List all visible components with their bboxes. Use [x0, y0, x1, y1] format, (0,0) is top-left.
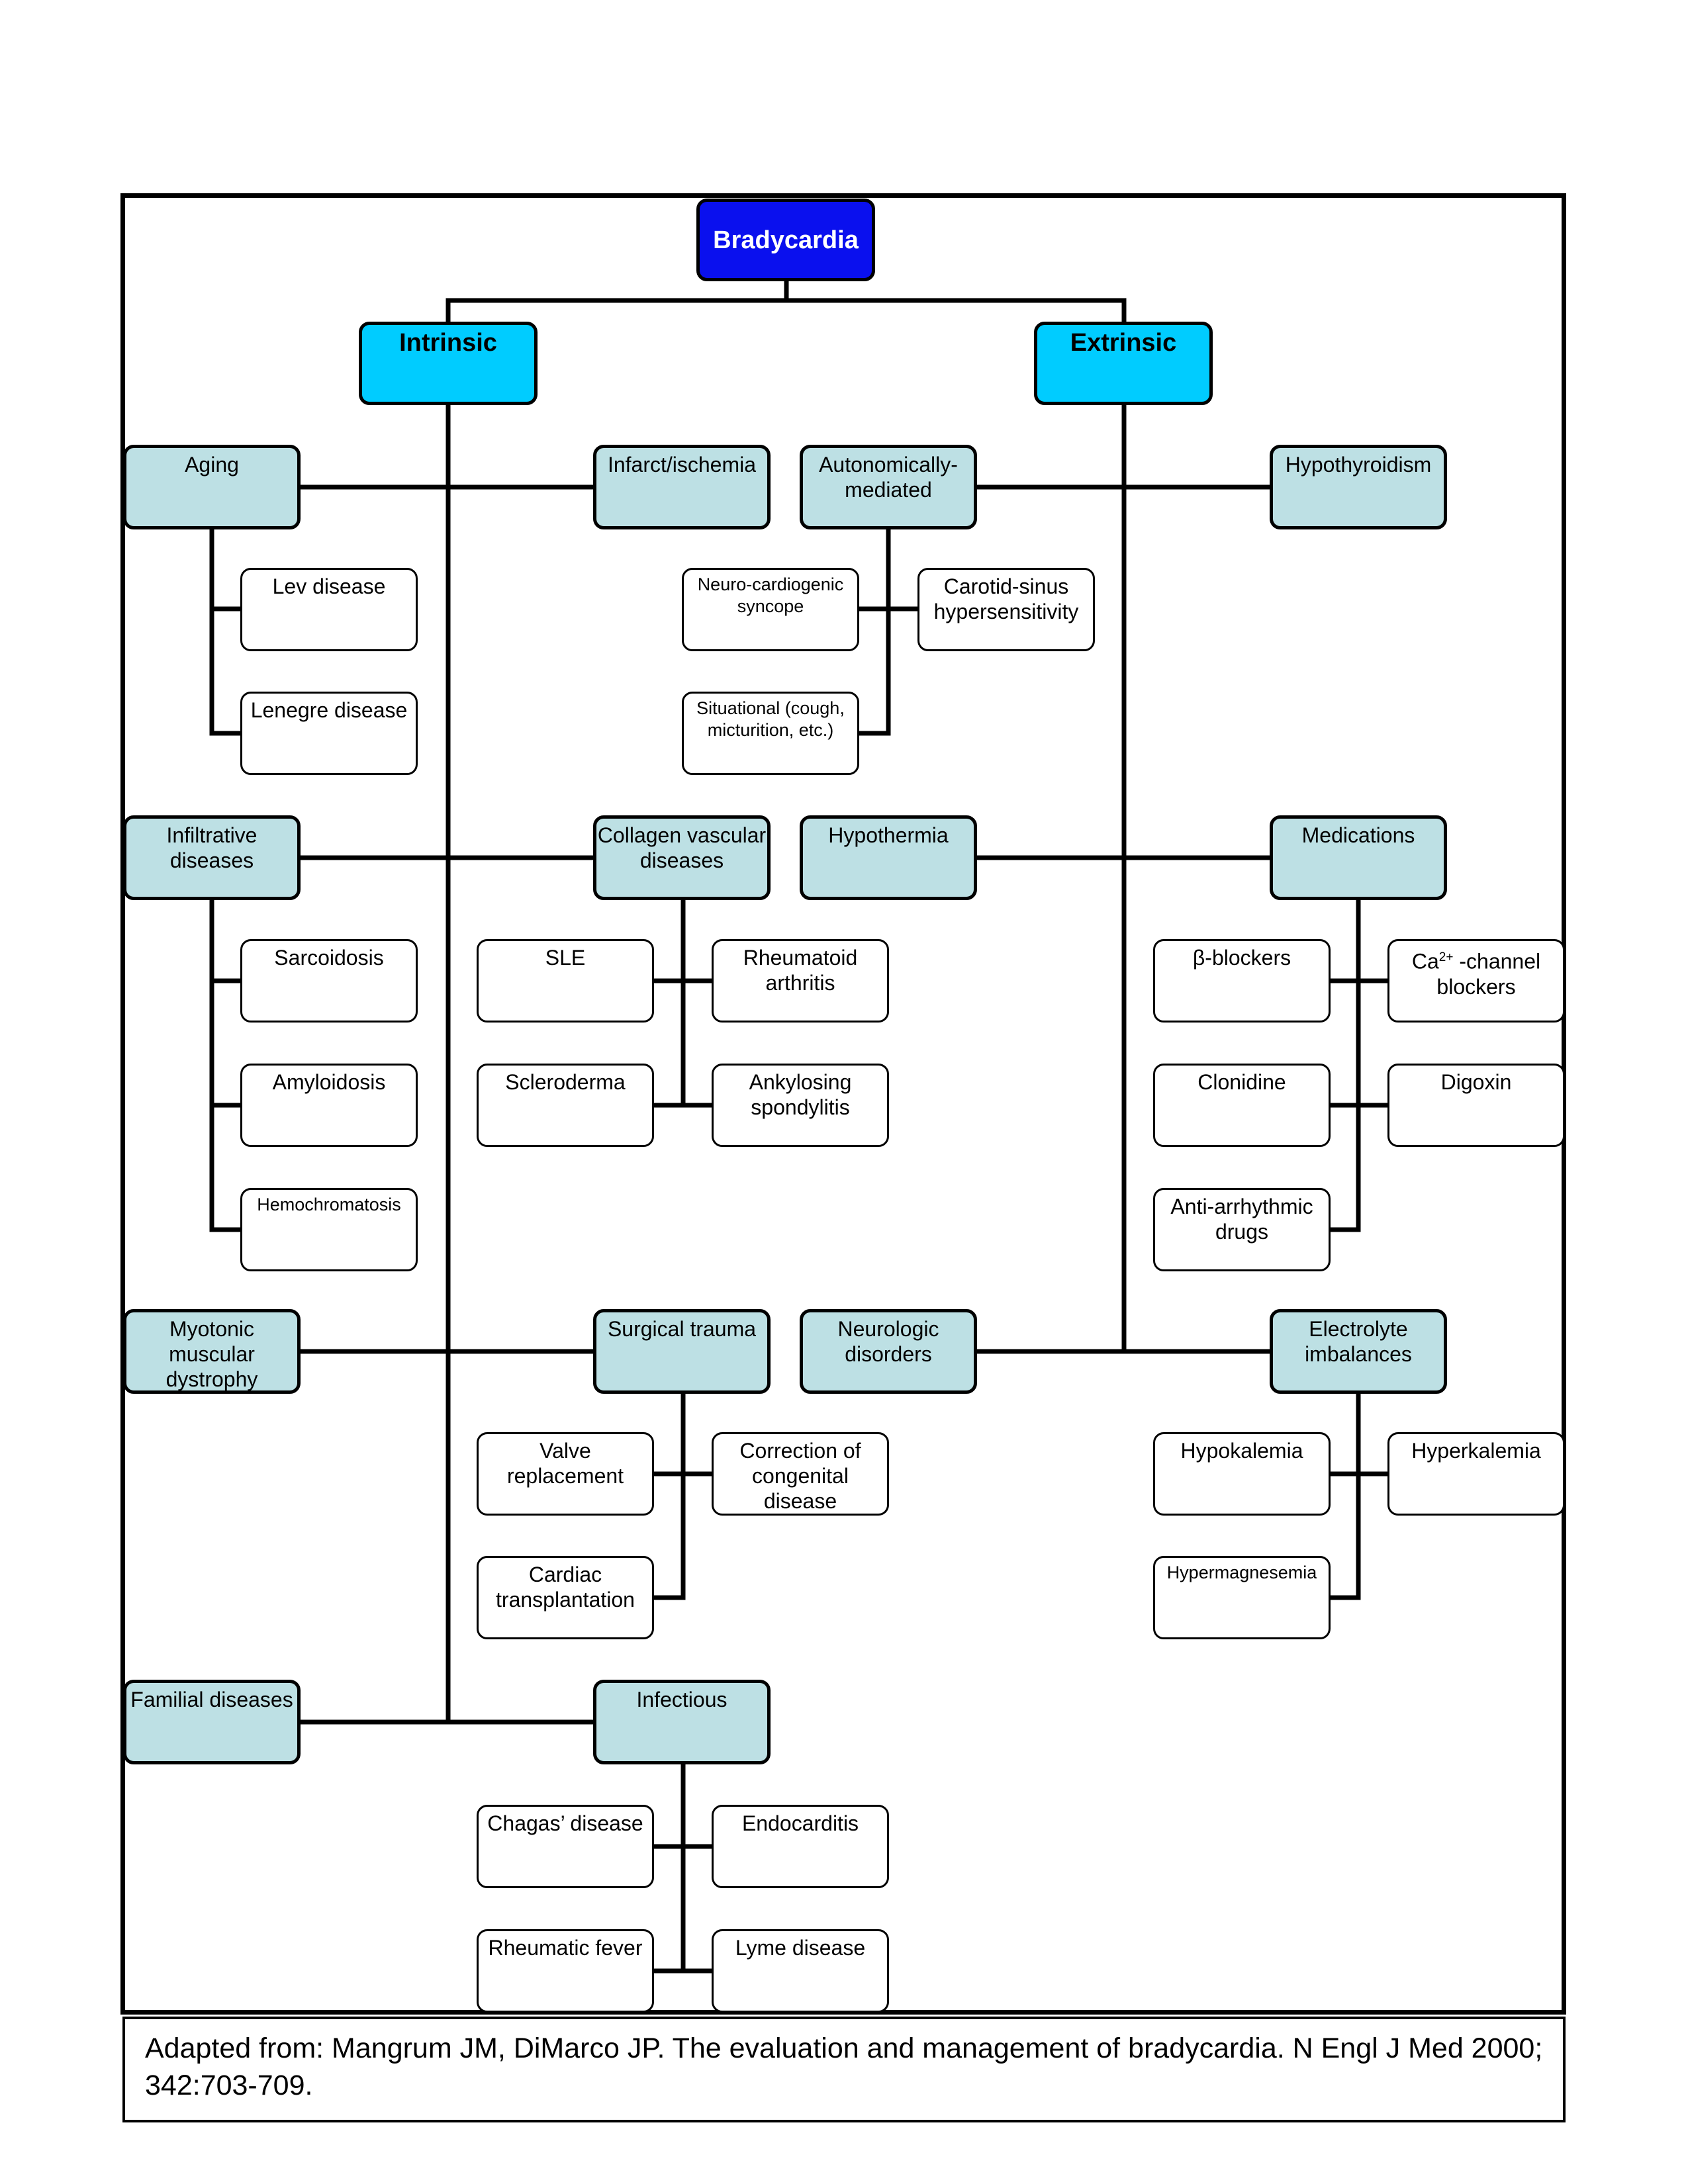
- sle-node: SLE: [477, 939, 654, 1023]
- correction-congenital-disease-node: Correction of congenital disease: [712, 1432, 889, 1516]
- lev-disease-node: Lev disease: [240, 568, 418, 651]
- infarct-ischemia-node: Infarct/ischemia: [593, 445, 771, 529]
- endocarditis-node: Endocarditis: [712, 1805, 889, 1888]
- anti-arrhythmic-drugs-node: Anti-arrhythmic drugs: [1153, 1188, 1331, 1271]
- infiltrative-diseases-node: Infiltrative diseases: [123, 815, 301, 900]
- hypermagnesemia-node: Hypermagnesemia: [1153, 1556, 1331, 1639]
- aging-node: Aging: [123, 445, 301, 529]
- lenegre-disease-node: Lenegre disease: [240, 692, 418, 775]
- ankylosing-spondylitis-node: Ankylosing spondylitis: [712, 1064, 889, 1147]
- infectious-node: Infectious: [593, 1680, 771, 1764]
- autonomically-mediated-node: Autonomically-mediated: [800, 445, 977, 529]
- surgical-trauma-node: Surgical trauma: [593, 1309, 771, 1394]
- carotid-sinus-hypersensitivity-node: Carotid-sinus hypersensitivity: [917, 568, 1095, 651]
- citation-box: Adapted from: Mangrum JM, DiMarco JP. Th…: [122, 2017, 1566, 2122]
- channel-blockers-text: -channel blockers: [1436, 949, 1541, 999]
- scleroderma-node: Scleroderma: [477, 1064, 654, 1147]
- ca-superscript: 2+: [1438, 950, 1454, 964]
- chagas-disease-node: Chagas’ disease: [477, 1805, 654, 1888]
- valve-replacement-node: Valve replacement: [477, 1432, 654, 1516]
- electrolyte-imbalances-node: Electrolyte imbalances: [1270, 1309, 1447, 1394]
- rheumatic-fever-node: Rheumatic fever: [477, 1929, 654, 2013]
- amyloidosis-node: Amyloidosis: [240, 1064, 418, 1147]
- situational-node: Situational (cough, micturition, etc.): [682, 692, 859, 775]
- rheumatoid-arthritis-node: Rheumatoid arthritis: [712, 939, 889, 1023]
- ca-channel-blockers-node: Ca2+ -channel blockers: [1387, 939, 1565, 1023]
- beta-blockers-node: β-blockers: [1153, 939, 1331, 1023]
- myotonic-muscular-dystrophy-node: Myotonic muscular dystrophy: [123, 1309, 301, 1394]
- hyperkalemia-node: Hyperkalemia: [1387, 1432, 1565, 1516]
- ca-text: Ca: [1411, 949, 1439, 974]
- digoxin-node: Digoxin: [1387, 1064, 1565, 1147]
- bradycardia-root-node: Bradycardia: [696, 199, 875, 281]
- lyme-disease-node: Lyme disease: [712, 1929, 889, 2013]
- sarcoidosis-node: Sarcoidosis: [240, 939, 418, 1023]
- neuro-cardiogenic-syncope-node: Neuro-cardiogenic syncope: [682, 568, 859, 651]
- collagen-vascular-diseases-node: Collagen vascular diseases: [593, 815, 771, 900]
- hemochromatosis-node: Hemochromatosis: [240, 1188, 418, 1271]
- medications-node: Medications: [1270, 815, 1447, 900]
- hypothyroidism-node: Hypothyroidism: [1270, 445, 1447, 529]
- familial-diseases-node: Familial diseases: [123, 1680, 301, 1764]
- cardiac-transplantation-node: Cardiac transplantation: [477, 1556, 654, 1639]
- hypokalemia-node: Hypokalemia: [1153, 1432, 1331, 1516]
- hypothermia-node: Hypothermia: [800, 815, 977, 900]
- extrinsic-branch-node: Extrinsic: [1034, 322, 1213, 405]
- neurologic-disorders-node: Neurologic disorders: [800, 1309, 977, 1394]
- clonidine-node: Clonidine: [1153, 1064, 1331, 1147]
- intrinsic-branch-node: Intrinsic: [359, 322, 538, 405]
